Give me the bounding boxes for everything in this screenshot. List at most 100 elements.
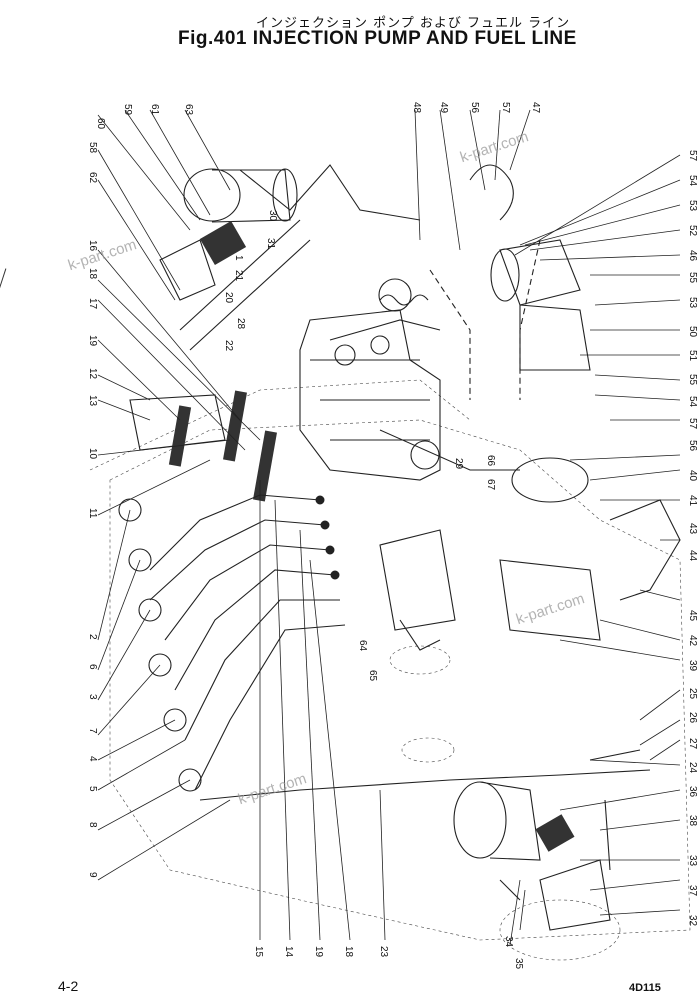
callout: 62 <box>87 172 98 184</box>
cover-plate <box>499 559 601 641</box>
callout: 64 <box>357 640 368 652</box>
callout: 55 <box>687 272 698 284</box>
callout: 38 <box>687 815 698 827</box>
flywheel-outline <box>499 899 621 961</box>
callout: 15 <box>253 946 264 958</box>
cylinder-outline <box>89 379 471 471</box>
callout: 51 <box>687 350 698 362</box>
callouts-top: 60 59 61 63 58 62 48 49 56 57 47 <box>87 102 541 184</box>
callout: 16 <box>87 240 98 252</box>
callout: 9 <box>87 872 98 878</box>
callout: 21 <box>233 270 244 282</box>
callout: 57 <box>687 150 698 162</box>
callout: 30 <box>267 210 278 222</box>
callout: 49 <box>438 102 449 114</box>
callout: 20 <box>223 292 234 304</box>
callouts-bottom: 15 14 19 18 23 34 35 <box>253 936 524 970</box>
callout: 59 <box>122 104 133 116</box>
callout: 47 <box>530 102 541 114</box>
callout: 39 <box>687 660 698 672</box>
callout: 67 <box>485 479 496 491</box>
callout: 14 <box>283 946 294 958</box>
callout: 61 <box>149 104 160 116</box>
priming-pump <box>453 781 611 931</box>
callout: 26 <box>687 712 698 724</box>
callout: 41 <box>687 495 698 507</box>
shutoff-rod <box>379 429 520 471</box>
callout: 35 <box>513 958 524 970</box>
figure-title: Fig.401 INJECTION PUMP AND FUEL LINE <box>178 28 577 49</box>
callout: 25 <box>687 688 698 700</box>
fuel-return-line <box>199 769 651 801</box>
callout: 18 <box>87 268 98 280</box>
fuel-hose <box>589 749 641 761</box>
callout: 18 <box>343 946 354 958</box>
callout: 17 <box>87 298 98 310</box>
callout: 22 <box>223 340 234 352</box>
callout: 5 <box>87 786 98 792</box>
callout: 40 <box>687 470 698 482</box>
callouts-left: 16 18 17 19 12 13 10 11 2 6 3 7 4 5 8 9 <box>87 240 98 878</box>
callout: 3 <box>87 694 98 700</box>
engine-outline <box>109 419 691 941</box>
callout: 2 <box>87 634 98 640</box>
callout: 65 <box>367 670 378 682</box>
control-rod <box>189 239 311 351</box>
callout: 19 <box>87 335 98 347</box>
pump-bracket <box>379 529 456 651</box>
callout: 57 <box>500 102 511 114</box>
page-number: 4-2 <box>58 978 79 994</box>
overflow-pipe <box>609 499 681 601</box>
feed-pump <box>159 168 298 301</box>
callout: 19 <box>313 946 324 958</box>
callout: 34 <box>503 936 514 948</box>
callout: 1 <box>233 255 244 261</box>
dashed-link <box>429 269 471 400</box>
fuel-cut-solenoid <box>469 164 591 371</box>
callout: 53 <box>687 200 698 212</box>
dashed-link <box>519 239 541 400</box>
callout: 43 <box>687 523 698 535</box>
callout: 12 <box>87 368 98 380</box>
callout: 7 <box>87 728 98 734</box>
leader-lines <box>97 109 681 946</box>
link-rod <box>329 319 441 341</box>
injection-pipes <box>149 494 346 791</box>
callout: 46 <box>687 250 698 262</box>
callout: 58 <box>87 142 98 154</box>
callout: 8 <box>87 822 98 828</box>
governor-spring <box>378 278 429 312</box>
callout: 63 <box>183 104 194 116</box>
callout: 52 <box>687 225 698 237</box>
callout: 60 <box>95 118 106 130</box>
callout: 4 <box>87 756 98 762</box>
drive-gear-cover <box>511 457 589 503</box>
callouts-right: 57 54 53 52 46 55 53 50 51 55 54 57 56 4… <box>687 150 698 927</box>
callout: 50 <box>687 326 698 338</box>
injection-pump-body <box>299 309 441 481</box>
callout: 44 <box>687 550 698 562</box>
callout: 56 <box>687 440 698 452</box>
callout: 36 <box>687 786 698 798</box>
callout: 6 <box>87 664 98 670</box>
callout: 28 <box>235 318 246 330</box>
callout: 57 <box>687 418 698 430</box>
title-japanese: インジェクション ポンプ および フュエル ライン <box>256 16 571 31</box>
callout: 32 <box>687 915 698 927</box>
callout: 31 <box>265 238 276 250</box>
callout: 54 <box>687 396 698 408</box>
callout: 42 <box>687 635 698 647</box>
callout: 27 <box>687 738 698 750</box>
callouts-center: 30 31 1 21 20 28 22 29 66 67 64 65 <box>223 210 496 682</box>
callout: 24 <box>687 762 698 774</box>
callout: 53 <box>687 297 698 309</box>
callout: 45 <box>687 610 698 622</box>
callout: 33 <box>687 855 698 867</box>
callout: 55 <box>687 374 698 386</box>
port-ellipse <box>389 645 451 675</box>
callout: 66 <box>485 455 496 467</box>
callout: 23 <box>378 946 389 958</box>
fuel-filter-bracket <box>129 390 277 502</box>
link-rod <box>239 164 421 221</box>
